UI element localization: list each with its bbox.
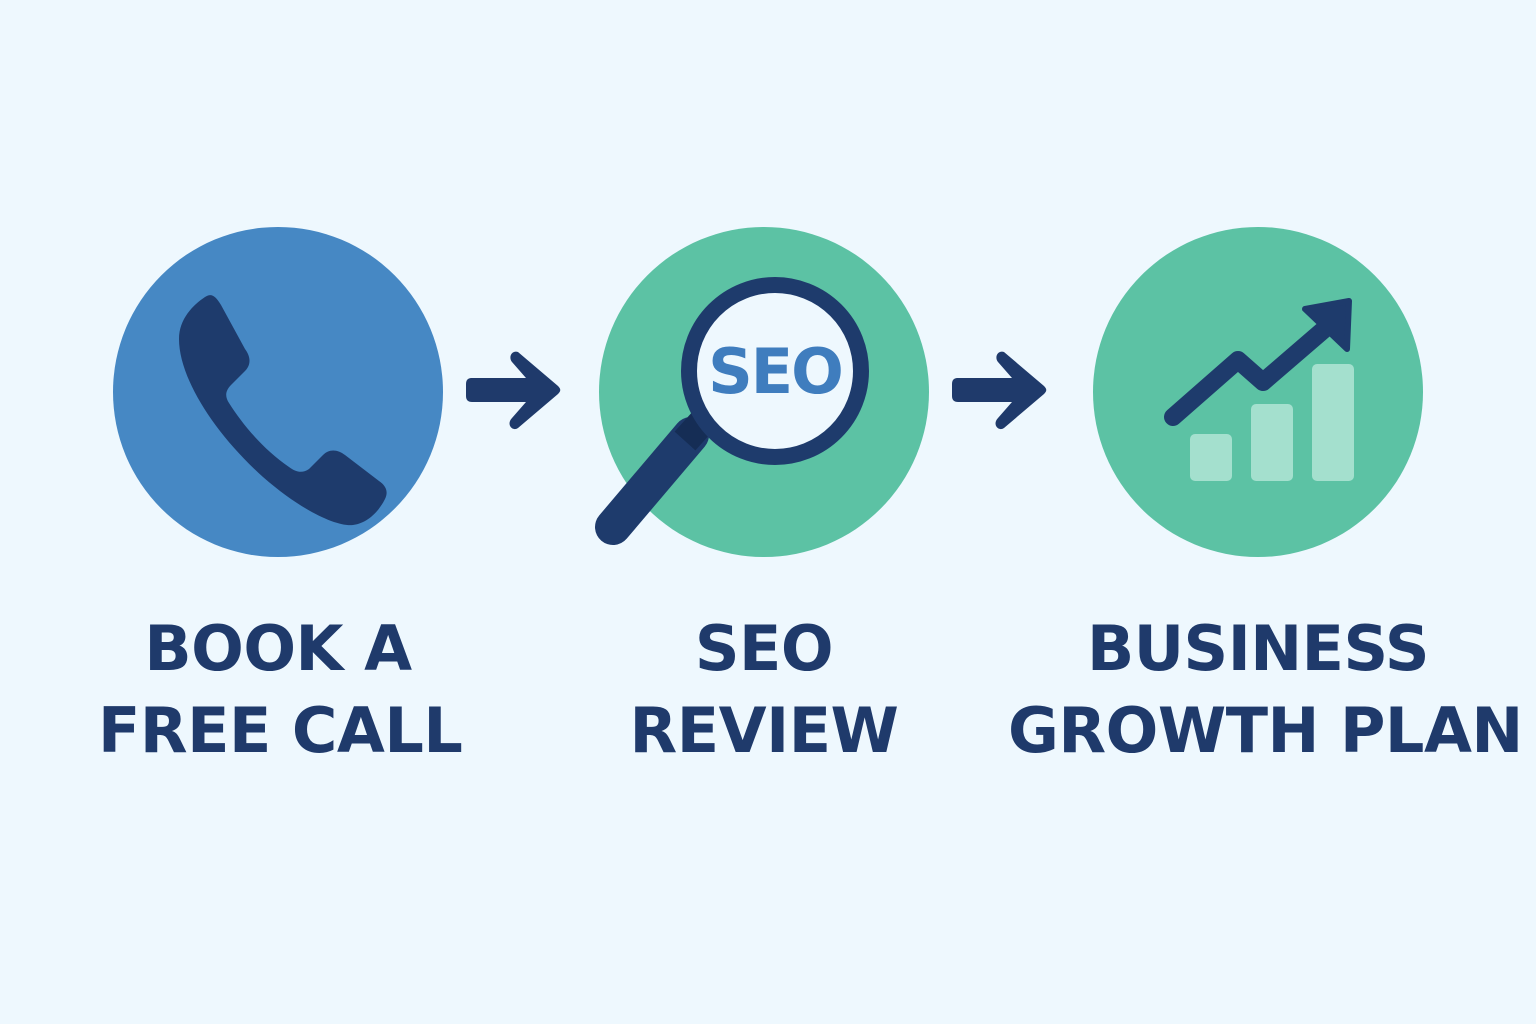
step-2-label: SEO REVIEW: [584, 608, 944, 772]
step-1-label-line1: BOOK A: [144, 612, 412, 685]
growth-chart-icon: [1164, 298, 1354, 481]
step-2-label-line1: SEO: [694, 612, 834, 685]
step-1-circle: [113, 227, 443, 557]
arrow-right-icon: [466, 351, 561, 430]
step-2-label-line2: REVIEW: [629, 694, 899, 767]
magnifier-seo-icon: SEO: [595, 277, 869, 545]
step-1-label: BOOK A FREE CALL: [98, 608, 463, 772]
step-2-circle: SEO: [595, 227, 929, 557]
step-3-label-line2: GROWTH PLAN: [1008, 694, 1523, 767]
phone-icon: [179, 295, 387, 526]
step-3-circle: [1093, 227, 1423, 557]
step-3-label-line1: BUSINESS: [1086, 612, 1430, 685]
seo-text: SEO: [708, 335, 842, 408]
arrow-right-icon: [952, 351, 1047, 430]
step-3-label: BUSINESS GROWTH PLAN: [1008, 608, 1523, 772]
step-1-label-line2: FREE CALL: [98, 694, 463, 767]
